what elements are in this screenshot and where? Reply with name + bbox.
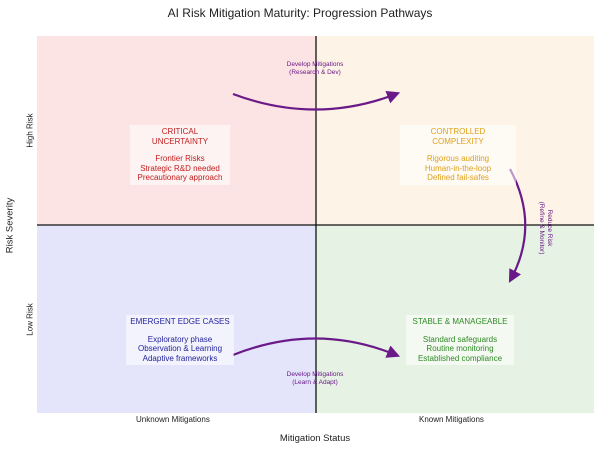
controlled-complexity-line-2: Human-in-the-loop: [424, 163, 492, 173]
controlled-complexity-box: CONTROLLED COMPLEXITY Rigorous auditing …: [400, 125, 516, 185]
controlled-complexity-line-1: Rigorous auditing: [426, 154, 490, 163]
stable-manageable-line-3: Established compliance: [417, 353, 503, 363]
stable-manageable-line-2: Routine monitoring: [426, 344, 494, 353]
stable-manageable-line-1: Standard safeguards: [422, 334, 498, 344]
pathway-bottom-label-line-2: (Learn & Adapt): [292, 379, 338, 386]
critical-uncertainty-heading: CRITICAL UNCERTAINTY: [151, 127, 209, 146]
pathway-top-label: Develop Mitigations (Research & Dev): [270, 61, 360, 77]
x-category-unknown: Unknown Mitigations: [136, 415, 210, 424]
y-category-low-risk: Low Risk: [25, 303, 35, 336]
emergent-edge-cases-line-1: Exploratory phase: [147, 334, 213, 344]
stable-manageable-heading: STABLE & MANAGEABLE: [412, 317, 508, 326]
x-axis-label: Mitigation Status: [279, 433, 351, 444]
x-category-known: Known Mitigations: [419, 415, 484, 424]
pathway-bottom-arrow: [232, 337, 401, 358]
emergent-edge-cases-line-3: Adaptive frameworks: [142, 353, 218, 363]
critical-uncertainty-line-3: Precautionary approach: [137, 173, 223, 182]
pathway-bottom-label: Develop Mitigations (Learn & Adapt): [270, 371, 360, 387]
y-axis-label: Risk Severity: [4, 197, 16, 254]
pathway-right-label: Reduce Risk (Refine & Monitor): [537, 188, 553, 268]
diagram-title: AI Risk Mitigation Maturity: Progression…: [167, 6, 433, 20]
y-category-high-risk: High Risk: [25, 113, 35, 148]
pathway-right-arrow: [508, 168, 527, 283]
critical-uncertainty-box: CRITICAL UNCERTAINTY Frontier Risks Stra…: [130, 125, 230, 185]
critical-uncertainty-line-1: Frontier Risks: [155, 154, 205, 163]
controlled-complexity-line-3: Defined fail-safes: [427, 173, 489, 182]
controlled-complexity-heading: CONTROLLED COMPLEXITY: [430, 127, 486, 146]
emergent-edge-cases-heading: EMERGENT EDGE CASES: [130, 317, 230, 326]
stable-manageable-box: STABLE & MANAGEABLE Standard safeguards …: [406, 315, 514, 365]
pathway-top-label-line-2: (Research & Dev): [289, 69, 341, 76]
pathway-top-arrow: [232, 91, 401, 111]
pathway-right-label-line-1: Reduce Risk: [546, 209, 553, 247]
pathway-bottom-label-line-1: Develop Mitigations: [286, 371, 344, 378]
pathway-top-label-line-1: Develop Mitigations: [286, 61, 344, 68]
emergent-edge-cases-line-2: Observation & Learning: [137, 344, 223, 353]
pathway-right-label-line-2: (Refine & Monitor): [538, 201, 545, 255]
critical-uncertainty-line-2: Strategic R&D needed: [140, 163, 220, 173]
emergent-edge-cases-box: EMERGENT EDGE CASES Exploratory phase Ob…: [126, 315, 234, 365]
